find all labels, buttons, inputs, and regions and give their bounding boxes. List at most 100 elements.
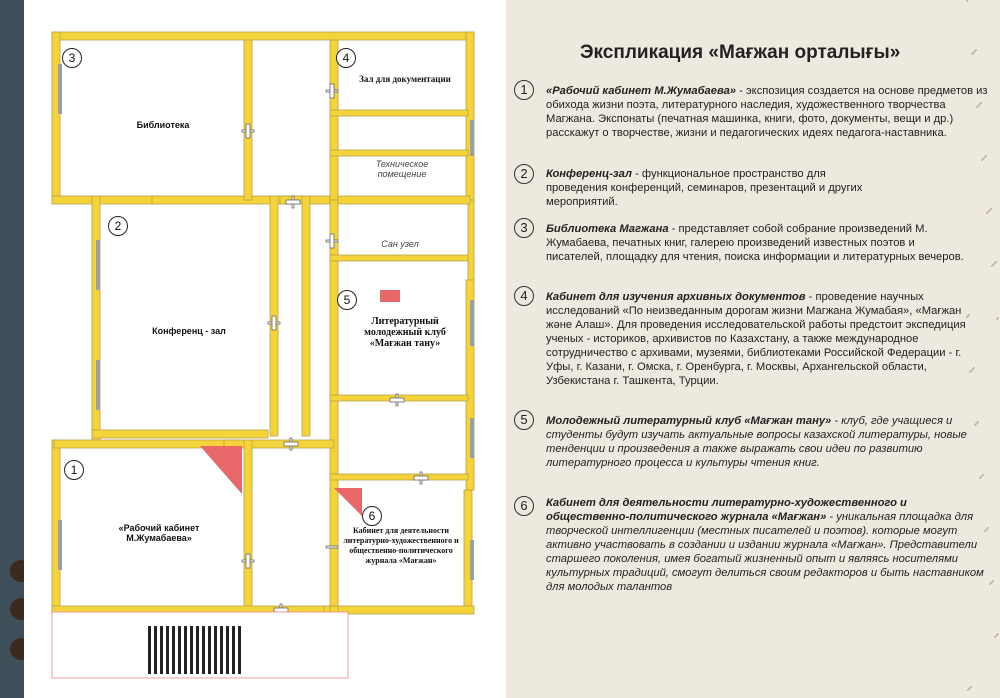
room-number-4: 4 <box>336 48 356 68</box>
stair-step <box>178 626 181 674</box>
red-mark <box>380 290 400 302</box>
texture-speck <box>972 368 974 370</box>
texture-speck <box>972 52 974 54</box>
stair-step <box>154 626 157 674</box>
window <box>96 360 100 410</box>
texture-speck <box>966 0 968 2</box>
texture-speck <box>984 156 986 158</box>
item-text: - клуб, где учащиеся и студенты будут из… <box>546 415 967 469</box>
texture-speck <box>982 474 984 476</box>
texture-speck <box>977 421 979 423</box>
room-label-library: Библиотека <box>136 120 190 130</box>
stair-step <box>220 626 223 674</box>
texture-speck <box>994 636 996 638</box>
stair-step <box>208 626 211 674</box>
texture-speck <box>981 475 983 477</box>
stair-step <box>160 626 163 674</box>
texture-speck <box>975 423 977 425</box>
texture-speck <box>974 424 976 426</box>
doors <box>241 83 429 617</box>
wall-segment <box>329 149 469 157</box>
texture-speck <box>976 106 978 108</box>
texture-speck <box>967 315 969 317</box>
texture-speck <box>966 316 968 318</box>
door <box>285 199 301 205</box>
texture-speck <box>991 265 993 267</box>
texture-speck <box>992 580 994 582</box>
texture-speck <box>968 314 970 316</box>
item-name: Конференц-зал <box>546 168 632 180</box>
stair-step <box>184 626 187 674</box>
explication-title: Экспликация «Мағжан орталығы» <box>580 42 901 63</box>
wall-segment <box>51 31 475 41</box>
door <box>325 545 339 549</box>
item-text: - функциональное пространство для провед… <box>546 168 863 208</box>
texture-speck <box>990 582 992 584</box>
window <box>58 64 62 114</box>
left-decor-strip <box>0 0 24 698</box>
wall-segment <box>467 199 475 281</box>
texture-speck <box>997 633 999 635</box>
texture-speck <box>985 529 987 531</box>
texture-speck <box>990 208 992 210</box>
texture-speck <box>969 371 971 373</box>
stair-step <box>196 626 199 674</box>
item-name: Молодежный литературный клуб «Мағжан тан… <box>546 415 832 427</box>
window <box>470 300 474 346</box>
texture-speck <box>985 155 987 157</box>
texture-speck <box>980 476 982 478</box>
stair-step <box>202 626 205 674</box>
door <box>273 607 289 613</box>
texture-speck <box>973 367 975 369</box>
texture-speck <box>975 49 977 51</box>
window <box>470 120 474 156</box>
item-name: Кабинет для изучения архивных документов <box>546 291 806 303</box>
room-label-sanitary: Сан узел <box>381 239 419 249</box>
wall-segment <box>151 195 303 205</box>
stair-step <box>148 626 151 674</box>
room-number-6: 6 <box>362 506 382 526</box>
texture-speck <box>971 53 973 55</box>
door <box>271 315 277 331</box>
room-label-documentation-hall: Зал для документации <box>359 74 451 84</box>
texture-speck <box>969 687 971 689</box>
stair-step <box>214 626 217 674</box>
wall-segment <box>329 39 339 201</box>
item-text: - представляет собой собрание произведен… <box>546 223 964 263</box>
wall-segment <box>91 429 269 439</box>
window <box>96 240 100 290</box>
texture-speck <box>970 686 972 688</box>
room-number-2: 2 <box>108 216 128 236</box>
texture-speck <box>968 688 970 690</box>
room-label-youth-club: Литературный молодежный клуб «Мағжан тан… <box>364 316 446 349</box>
texture-speck <box>973 51 975 53</box>
room-number-1: 1 <box>64 460 84 480</box>
texture-speck <box>983 157 985 159</box>
texture-speck <box>989 209 991 211</box>
texture-speck <box>974 50 976 52</box>
door <box>389 397 405 403</box>
texture-speck <box>993 263 995 265</box>
stair-step <box>172 626 175 674</box>
door <box>245 553 251 569</box>
item-number: 4 <box>514 286 534 306</box>
texture-speck <box>991 581 993 583</box>
wall-segment <box>51 195 165 205</box>
stair-step <box>226 626 229 674</box>
floor-plan: 3 Библиотека 4 Зал для документации Техн… <box>24 0 506 698</box>
texture-speck <box>971 369 973 371</box>
walls <box>51 31 475 617</box>
wall-segment <box>329 195 471 205</box>
texture-speck <box>987 527 989 529</box>
texture-speck <box>989 583 991 585</box>
texture-speck <box>988 210 990 212</box>
texture-speck <box>967 689 969 691</box>
red-marks <box>200 290 400 516</box>
stairs <box>51 611 349 679</box>
porch-outline <box>51 611 349 679</box>
wall-segment <box>329 473 469 481</box>
stair-step <box>232 626 235 674</box>
room-label-journal-office: Кабинет для деятельности литературно-худ… <box>343 526 459 565</box>
texture-speck <box>980 102 982 104</box>
texture-speck <box>996 318 998 320</box>
